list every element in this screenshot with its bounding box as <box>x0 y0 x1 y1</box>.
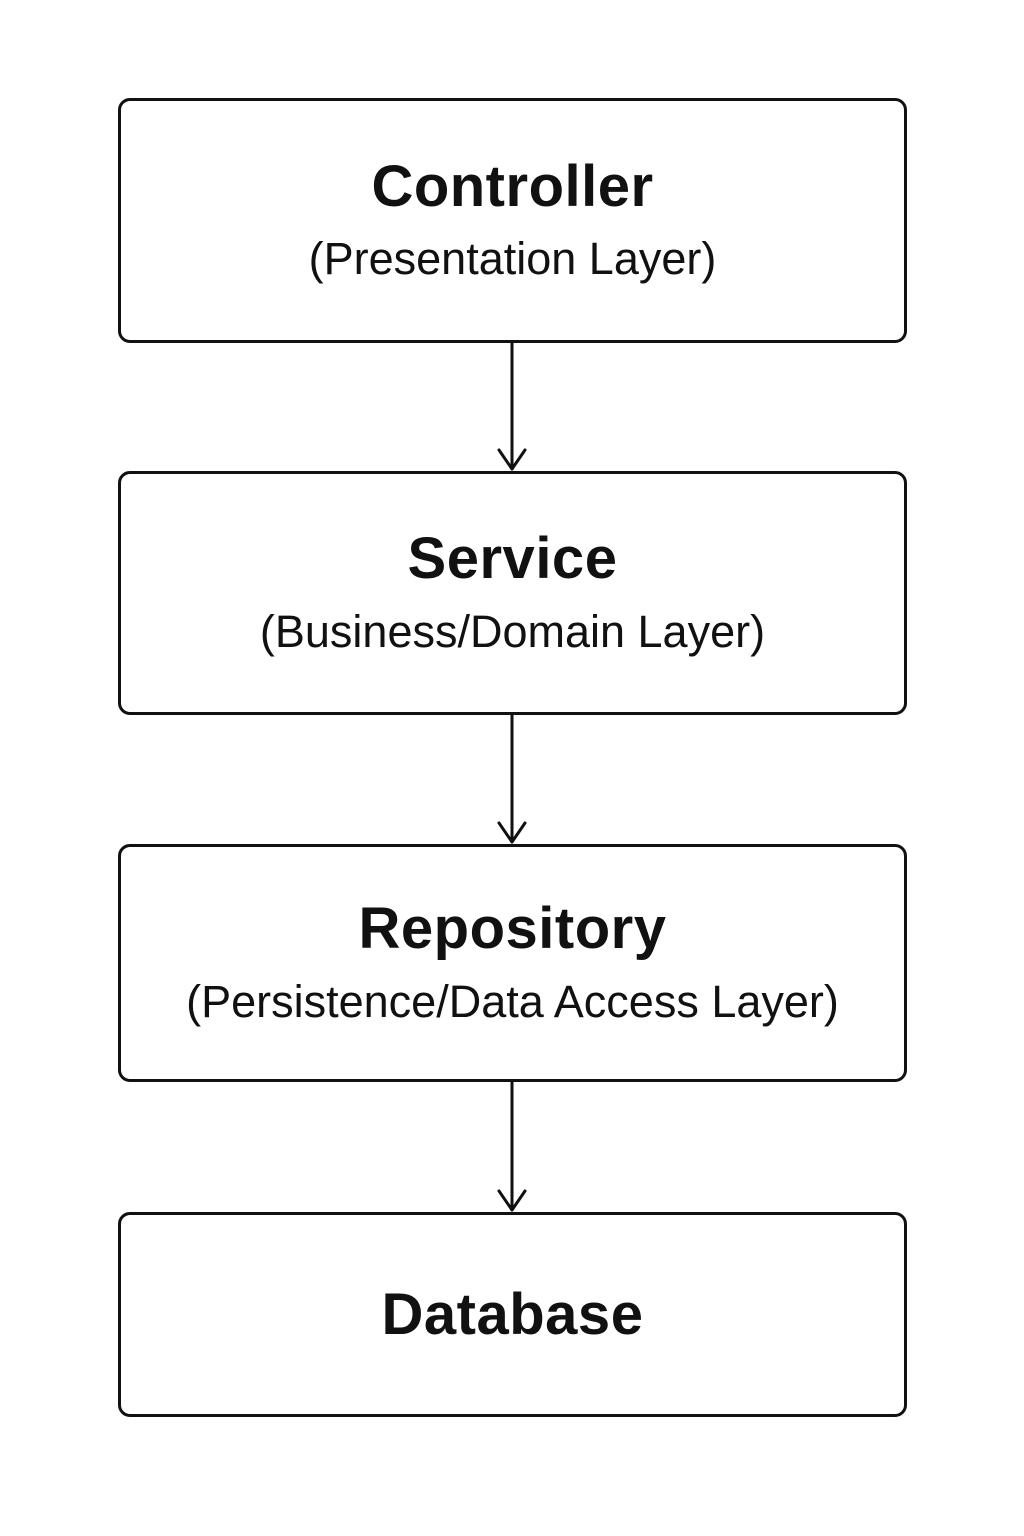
controller-subtitle: (Presentation Layer) <box>308 233 717 285</box>
service-layer-box: Service (Business/Domain Layer) <box>118 471 907 715</box>
repository-subtitle: (Persistence/Data Access Layer) <box>186 975 839 1027</box>
arrow-head <box>497 1189 527 1212</box>
controller-title: Controller <box>371 153 654 219</box>
repository-title: Repository <box>358 896 667 962</box>
arrow-controller-to-service <box>497 341 527 471</box>
database-title: Database <box>381 1281 644 1347</box>
arrow-head <box>497 821 527 844</box>
controller-layer-box: Controller (Presentation Layer) <box>118 98 907 343</box>
service-title: Service <box>407 526 618 592</box>
service-subtitle: (Business/Domain Layer) <box>259 605 766 657</box>
database-layer-box: Database <box>118 1212 907 1417</box>
repository-layer-box: Repository (Persistence/Data Access Laye… <box>118 844 907 1082</box>
arrow-service-to-repository <box>497 713 527 844</box>
arrow-repository-to-database <box>497 1080 527 1212</box>
arrow-head <box>497 448 527 471</box>
